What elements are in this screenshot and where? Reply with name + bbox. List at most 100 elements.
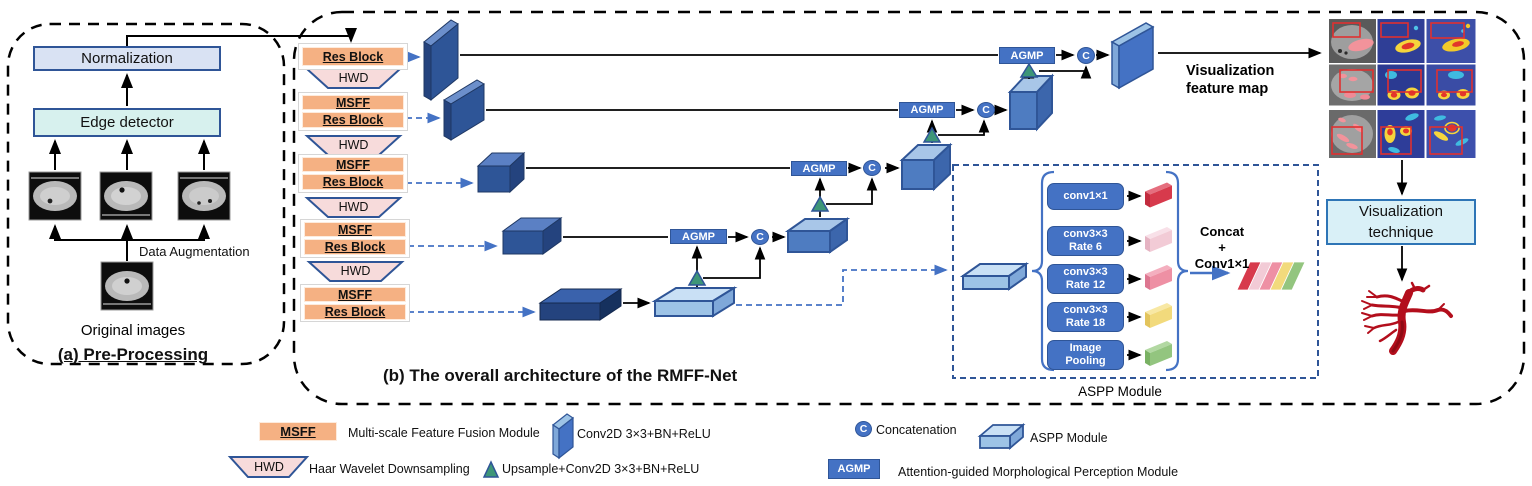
feature-map-cell-r0c1 [1377,19,1425,63]
legend-agmp-label: Attention-guided Morphological Perceptio… [898,465,1179,479]
ct-image-thumbnails [28,171,231,311]
res-block-3: Res Block [302,174,404,190]
legend-hwd-label: Haar Wavelet Downsampling [309,462,470,476]
encoder-cuboid-2 [443,79,485,141]
imagepooling-line1: Image [1069,342,1102,355]
legend-upsample-label: Upsample+Conv2D 3×3+BN+ReLU [502,462,700,476]
imagepooling-line2: Pooling [1065,355,1106,367]
msff-block-4: MSFF [304,222,406,237]
hwd-trapezoid-3 [304,197,403,218]
legend-msff-label: Multi-scale Feature Fusion Module [348,426,540,440]
aspp-branch-imagepooling: Image Pooling [1047,340,1124,370]
feature-map-cell-r1c0 [1329,64,1376,106]
viz-tech-line1: Visualization [1359,203,1443,220]
dashed-blue-arrows [405,51,948,318]
feature-map-cell-r2c0 [1329,110,1376,158]
encoder-cuboid-1 [423,19,459,102]
concat-node-1: C [1077,47,1095,64]
legend-concat-swatch: C [855,421,872,437]
upsample-triangle-3 [810,195,830,212]
normalization-box: Normalization [33,46,221,71]
normalization-to-resblock-arrow [126,28,357,46]
res-block-5: Res Block [304,304,406,320]
aspp-module-label: ASPP Module [1078,383,1162,399]
viz-fm-line1: Visualization [1186,63,1275,79]
legend-hwd-icon [227,456,310,478]
legend-conv2d-label: Conv2D 3×3+BN+ReLU [577,427,711,441]
agmp-box-4: AGMP [670,229,727,244]
rate6-output-lightpink [1145,227,1172,252]
bottleneck-aspp-cuboid [651,286,738,318]
aspp-branch-conv1x1: conv1×1 [1047,183,1124,210]
hwd-label-2: HWD [338,138,369,152]
decoder-cuboid-4 [784,217,851,254]
res-block-4: Res Block [304,239,406,255]
concat-node-2: C [977,102,995,118]
vessel-result-image [1361,281,1453,355]
caption-b: (b) The overall architecture of the RMFF… [383,366,738,385]
feature-map-cell-r1c2 [1426,64,1476,106]
feature-map-cell-r0c2 [1426,19,1476,63]
rate18-output-yellow [1145,303,1172,328]
aspp-braces [1031,170,1231,372]
hwd-trapezoid-4 [306,261,405,282]
encoder-cuboid-4 [501,217,563,255]
ct-thumb-2 [99,171,153,221]
viz-tech-line2: technique [1368,224,1434,241]
output-conv-slab [1110,22,1155,90]
legend-upsample-icon [482,460,500,478]
rate12-output-rose [1145,265,1172,290]
legend-aspp-label: ASPP Module [1030,431,1108,445]
original-images-label: Original images [80,321,186,339]
ct-thumb-3 [177,171,231,221]
concat-output-stack [1236,261,1306,291]
msff-block-5: MSFF [304,287,406,302]
legend-conv2d-icon [551,413,575,460]
visualization-technique-box: Visualization technique [1326,199,1476,245]
concat-node-3: C [863,160,881,176]
agmp-box-1: AGMP [999,47,1055,64]
legend-concat-label: Concatenation [876,423,957,437]
feature-map-cell-r1c1 [1377,64,1425,106]
data-augmentation-label: Data Augmentation [139,244,250,259]
architecture-panel-border [292,10,1526,406]
aspp-branch-arrows [1127,190,1142,361]
hwd-label-1: HWD [338,71,369,85]
rate18-line2: Rate 18 [1065,317,1106,329]
decoder-cuboid-3 [899,142,953,192]
res-block-2: Res Block [302,112,404,128]
feature-map-cell-r2c2 [1426,110,1476,158]
ct-thumb-1 [28,171,82,221]
concat-line1: Concat [1199,223,1245,239]
feature-map-grid [1329,19,1476,158]
skip-connection-lines [460,47,1408,309]
legend-agmp-swatch: AGMP [828,459,880,479]
preprocessing-panel-border [6,22,286,366]
conv1x1-output-red [1145,182,1172,208]
encoder-cuboid-5 [538,288,623,321]
encoder-cuboid-3 [476,151,526,194]
concat-conv-label: Concat + Conv1×1 [1186,222,1258,274]
aspp-right-brace [1165,170,1189,372]
aspp-output-slabs [1145,182,1172,366]
hwd-label-3: HWD [338,200,369,214]
legend-msff-swatch: MSFF [259,422,337,441]
rate6-line1: conv3×3 [1063,228,1108,241]
aspp-branch-rate12: conv3×3 Rate 12 [1047,264,1124,294]
concat-node-4: C [751,229,769,245]
decoder-cuboid-2 [1007,73,1055,132]
caption-a: (a) Pre-Processing [57,344,209,364]
agmp-box-2: AGMP [899,102,955,118]
legend-aspp-icon [977,423,1026,450]
visualization-feature-map-label: Visualization feature map [1186,62,1306,98]
hwd-label-4: HWD [340,264,371,278]
msff-block-2: MSFF [302,95,404,110]
rate18-line1: conv3×3 [1063,304,1108,317]
upsample-triangles [687,62,1039,286]
viz-fm-line2: feature map [1186,81,1269,98]
concat-line2: + [1218,239,1226,255]
agmp-box-3: AGMP [791,161,847,176]
bottleneck-to-aspp-dashed-arrow [736,264,948,306]
aspp-branch-rate6: conv3×3 Rate 6 [1047,226,1124,256]
